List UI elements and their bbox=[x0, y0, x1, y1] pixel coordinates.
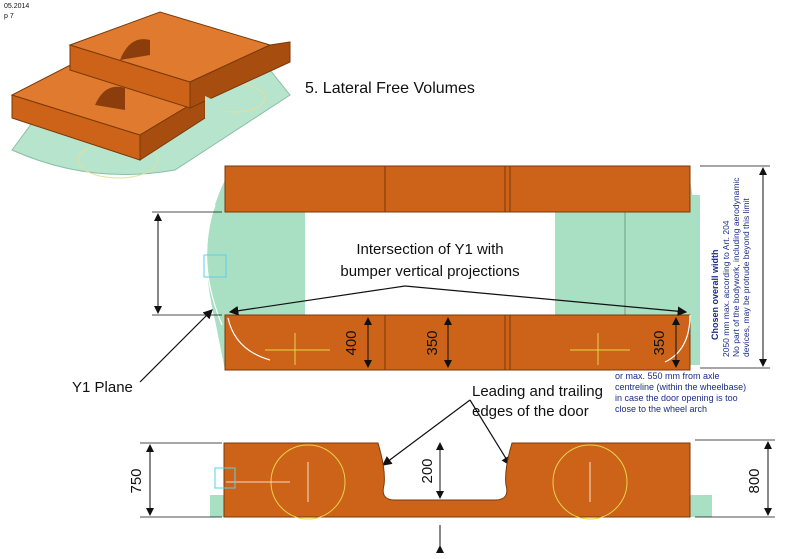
side-volume bbox=[223, 442, 691, 518]
iso-3d-view bbox=[10, 11, 291, 179]
door-edges-line1: Leading and trailing bbox=[472, 383, 603, 400]
title: 5. Lateral Free Volumes bbox=[305, 80, 475, 97]
overall-width-title: Chosen overall width bbox=[710, 249, 720, 340]
door-note-line1: or max. 550 mm from axle bbox=[615, 371, 720, 381]
door-note-line4: close to the wheel arch bbox=[615, 404, 707, 414]
top-block-upper bbox=[224, 165, 691, 213]
header-date: 05.2014 bbox=[4, 3, 29, 10]
overall-width-note: Chosen overall width 2050 mm max. accord… bbox=[710, 177, 751, 357]
side-view bbox=[140, 439, 775, 553]
intersection-callout-line1: Intersection of Y1 with bbox=[356, 241, 503, 258]
overall-width-line1: 2050 mm max. according to Art. 204 bbox=[721, 220, 731, 357]
top-block-lower bbox=[224, 314, 691, 371]
top-view: 400 350 350 bbox=[152, 165, 770, 371]
y1-plane-label: Y1 Plane bbox=[72, 379, 133, 396]
dim-200: 200 bbox=[419, 458, 436, 483]
dim-350-mid: 350 bbox=[424, 330, 441, 355]
overall-width-line2: No part of the bodywork, including aerod… bbox=[731, 177, 741, 357]
intersection-callout-line2: bumper vertical projections bbox=[340, 263, 519, 280]
overall-width-line3: devices, may be protrude beyond this lim… bbox=[741, 198, 751, 357]
dim-800: 800 bbox=[746, 468, 763, 493]
header-page: p 7 bbox=[4, 13, 14, 20]
door-edges-line2: edges of the door bbox=[472, 403, 589, 420]
dim-750: 750 bbox=[128, 468, 145, 493]
dim-350-right: 350 bbox=[651, 330, 668, 355]
door-note-line2: centreline (within the wheelbase) bbox=[615, 382, 746, 392]
door-note-line3: in case the door opening is too bbox=[615, 393, 738, 403]
dim-400: 400 bbox=[343, 330, 360, 355]
